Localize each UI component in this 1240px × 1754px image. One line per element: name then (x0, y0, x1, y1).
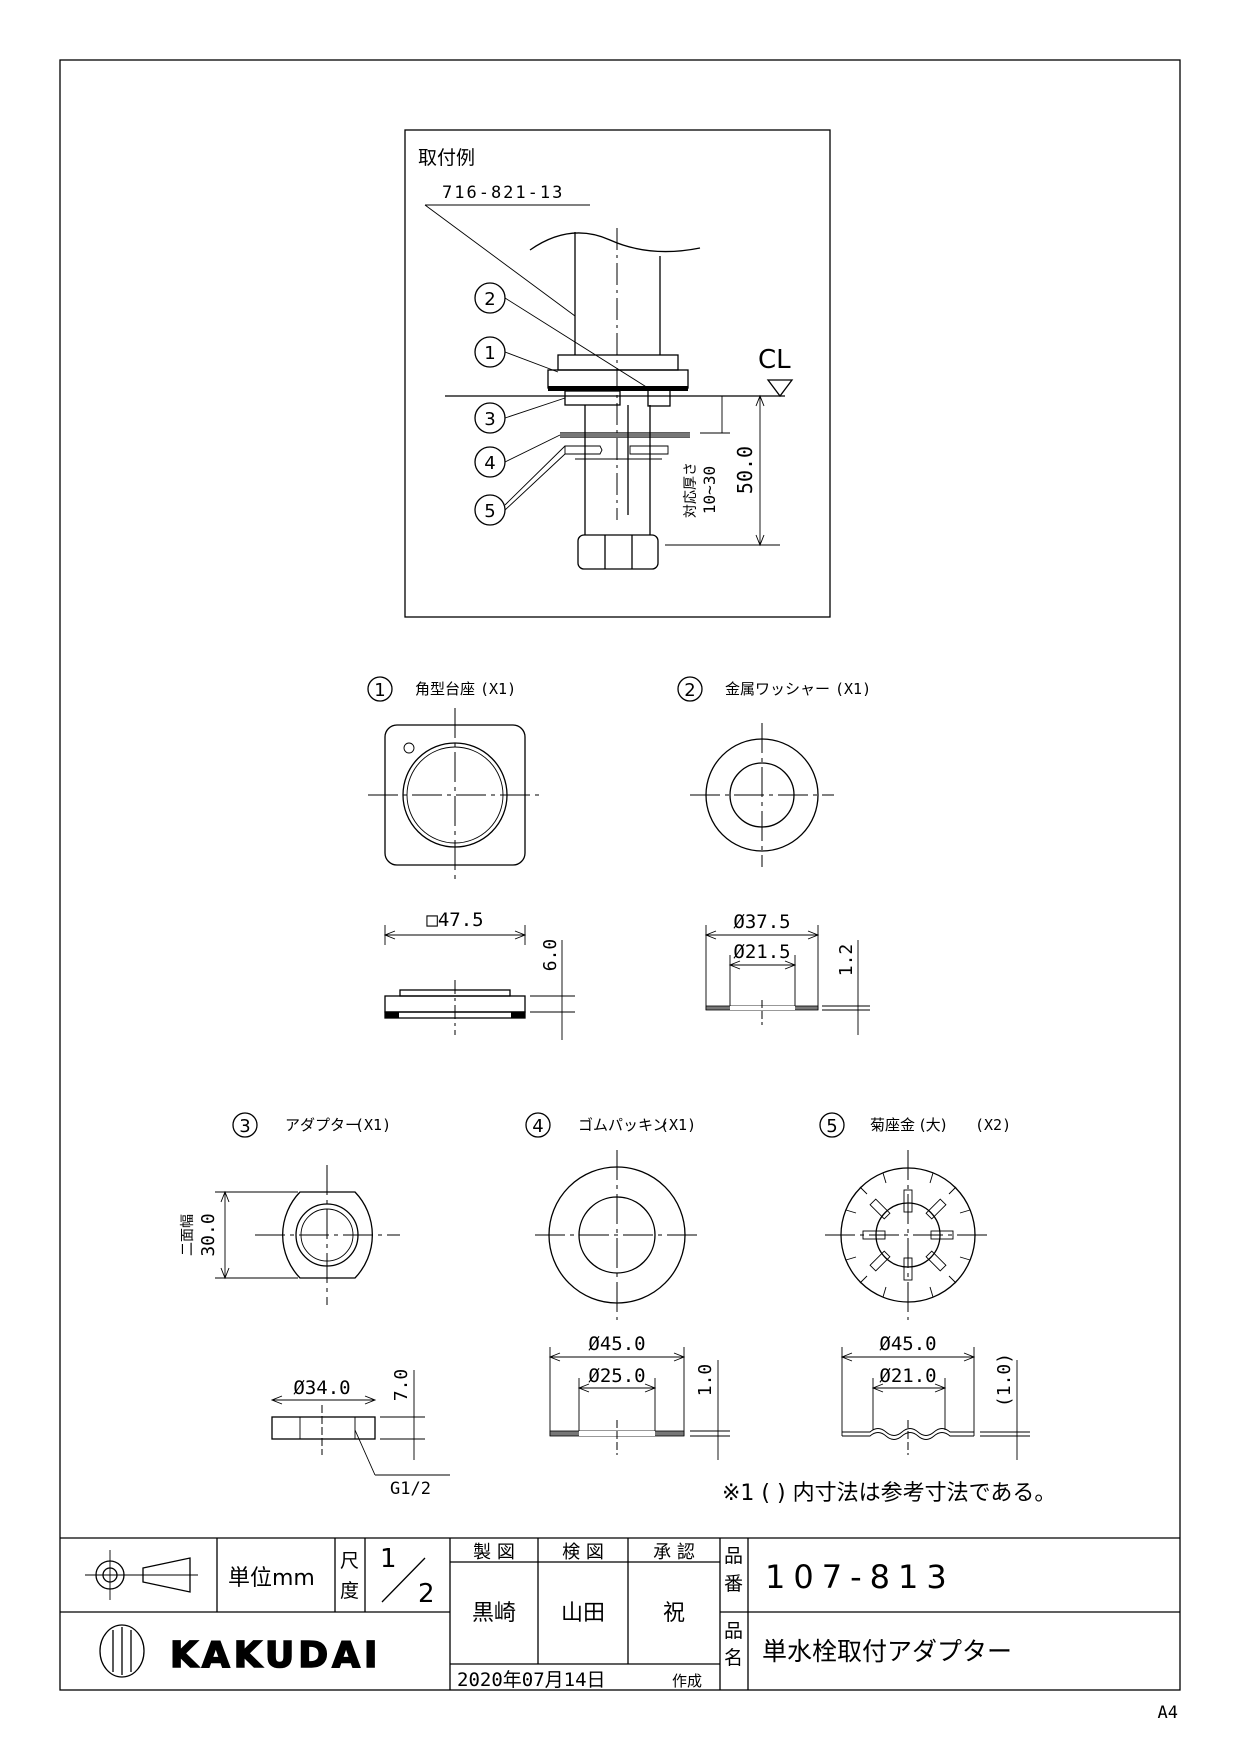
scale-numerator: 1 (380, 1544, 397, 1574)
part-3-adapter: 3 アダプター (X1) 二面幅 30.0 Ø34.0 7.0 G1/2 (180, 1112, 450, 1499)
balloon-2: 2 (474, 282, 649, 389)
date-suffix: 作成 (672, 1672, 702, 1690)
checked-by: 山田 (561, 1601, 605, 1626)
part-1-name: 角型台座 (415, 680, 475, 698)
scale-label-1: 尺 (340, 1550, 359, 1572)
thickness-label: 対応厚さ (683, 462, 699, 518)
dim-p3-outer: Ø34.0 (293, 1377, 350, 1399)
paper-size: A4 (1158, 1703, 1178, 1723)
dim-p4-thick: 1.0 (695, 1364, 716, 1397)
part-5-name: 菊座金 (大) (870, 1116, 946, 1134)
approved-by: 祝 (663, 1601, 685, 1626)
dim-p1-width: □47.5 (426, 909, 483, 931)
dim-total: 50.0 (733, 446, 757, 494)
scale-label-2: 度 (340, 1580, 359, 1602)
svg-text:3: 3 (484, 409, 495, 430)
example-frame (404, 129, 831, 618)
scale-denominator: 2 (418, 1579, 435, 1609)
dim-p5-thick: (1.0) (994, 1353, 1015, 1407)
part-2-metal-washer: 2 金属ワッシャー (X1) Ø37.5 Ø21.5 1.2 (677, 676, 871, 1035)
svg-text:5: 5 (826, 1116, 837, 1137)
balloon-3: 3 (474, 397, 566, 434)
balloon-5: 5 (474, 445, 566, 526)
header-approved: 承 認 (653, 1542, 695, 1563)
svg-text:2: 2 (484, 289, 495, 310)
balloon-4: 4 (474, 434, 561, 478)
product-name: 単水栓取付アダプター (762, 1637, 1012, 1666)
dim-p3-height: 7.0 (391, 1369, 412, 1402)
sheet-frame (59, 59, 1181, 1691)
part-2-qty: (X1) (835, 680, 871, 698)
p3-flat-label: 二面幅 (180, 1214, 196, 1256)
unit-label: 単位mm (228, 1566, 315, 1591)
header-checked: 検 図 (562, 1542, 604, 1563)
header-drawn: 製 図 (473, 1542, 515, 1563)
company-logo-text: KAKUDAI (170, 1635, 381, 1676)
part-4-rubber-packing: 4 ゴムパッキン (X1) Ø45.0 Ø25.0 1.0 (525, 1112, 730, 1460)
label-name-1: 品 (724, 1620, 743, 1642)
part-4-qty: (X1) (660, 1116, 696, 1134)
dim-p5-outer: Ø45.0 (879, 1333, 936, 1355)
cl-label: CL (758, 345, 791, 375)
dim-p2-thick: 1.2 (836, 944, 857, 977)
dim-p4-inner: Ø25.0 (588, 1365, 645, 1387)
dim-p2-outer: Ø37.5 (733, 911, 790, 933)
example-part-number: 716-821-13 (442, 183, 564, 203)
product-number: 107-813 (765, 1558, 955, 1596)
svg-text:5: 5 (484, 501, 495, 522)
scale-slash (381, 1557, 426, 1603)
svg-text:1: 1 (484, 343, 495, 364)
dim-p3-thread: G1/2 (390, 1479, 431, 1499)
part-1-qty: (X1) (480, 680, 516, 698)
part-3-qty: (X1) (355, 1116, 391, 1134)
title-block: 単位mm 尺 度 1 2 製 図 検 図 承 認 黒崎 山田 祝 品 番 107… (60, 1537, 1180, 1691)
dim-p4-outer: Ø45.0 (588, 1333, 645, 1355)
projection-symbol-icon (85, 1550, 198, 1600)
cl-triangle-icon (766, 379, 794, 398)
drawn-by: 黒崎 (472, 1601, 516, 1626)
dim-p2-inner: Ø21.5 (733, 941, 790, 963)
creation-date: 2020年07月14日 (457, 1669, 606, 1691)
dim-p5-inner: Ø21.0 (879, 1365, 936, 1387)
part-5-lock-washer: 5 菊座金 (大) (X2) (819, 1112, 1030, 1460)
installation-example: 取付例 716-821-13 2 (404, 129, 831, 618)
part-2-name: 金属ワッシャー (725, 680, 830, 698)
dim-p3-flat: 30.0 (198, 1213, 219, 1256)
balloon-1: 1 (474, 336, 559, 373)
label-number-2: 番 (724, 1573, 743, 1595)
dim-p1-height: 6.0 (540, 939, 561, 972)
label-name-2: 名 (724, 1647, 743, 1669)
note: ※1 ( ) 内寸法は参考寸法である。 (722, 1481, 1056, 1506)
svg-text:4: 4 (532, 1116, 543, 1137)
svg-text:3: 3 (239, 1116, 250, 1137)
svg-text:2: 2 (684, 680, 695, 701)
example-title: 取付例 (418, 147, 475, 169)
label-number-1: 品 (724, 1545, 743, 1567)
part-5-qty: (X2) (975, 1116, 1011, 1134)
thickness-range: 10~30 (700, 466, 719, 514)
svg-text:4: 4 (484, 453, 495, 474)
part-3-name: アダプター (285, 1116, 360, 1134)
kakudai-logo-icon (99, 1624, 145, 1678)
part-1-square-base: 1 角型台座 (X1) □47.5 6.0 (367, 676, 575, 1040)
svg-text:1: 1 (374, 680, 385, 701)
part-4-name: ゴムパッキン (578, 1116, 668, 1134)
